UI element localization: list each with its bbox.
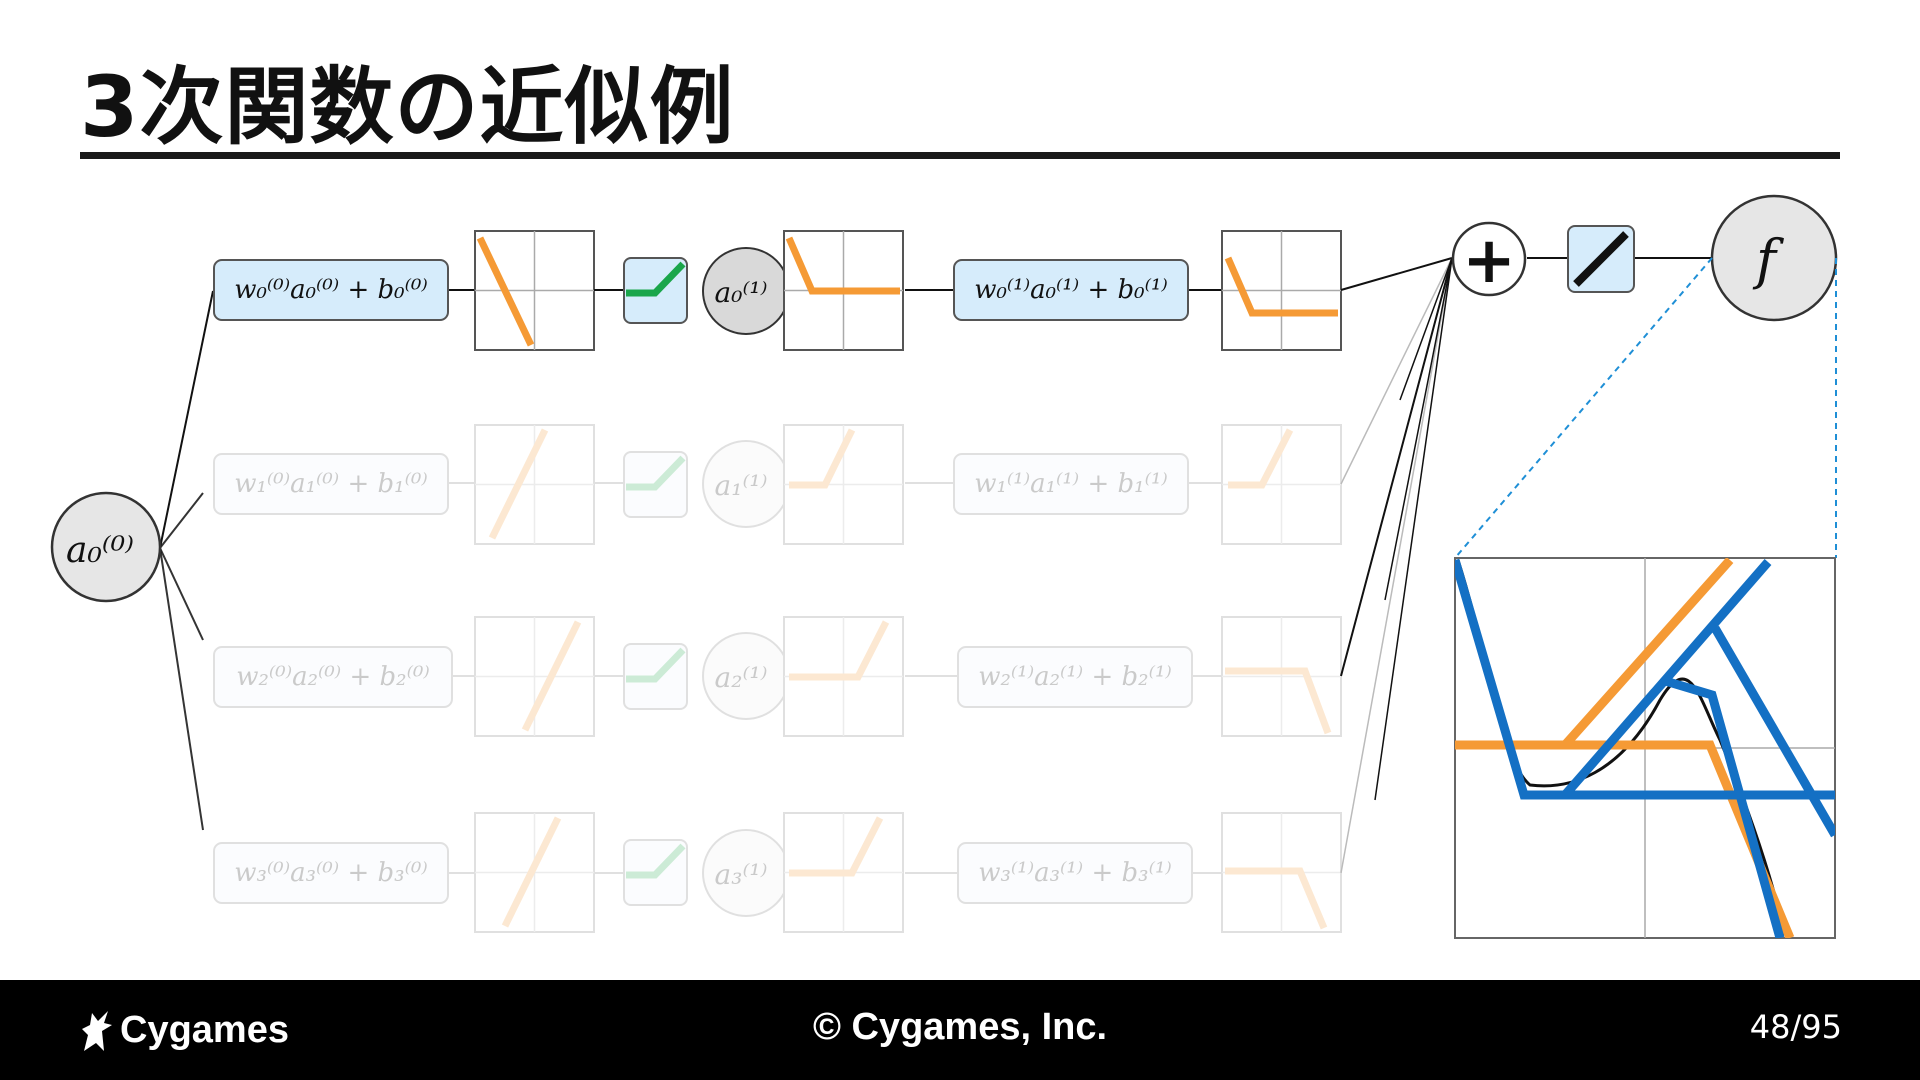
identity-icon	[1573, 231, 1629, 287]
approx-blue-d	[1660, 675, 1785, 938]
relu-box-2	[623, 643, 688, 710]
relu-icon-0	[626, 261, 686, 297]
input-connections	[159, 290, 214, 831]
row-1: w₁⁽⁰⁾a₁⁽⁰⁾ + b₁⁽⁰⁾ a₁⁽¹⁾ w₁⁽¹⁾a₁⁽¹⁾ + b₁…	[213, 424, 1342, 545]
linear2-label-1: w₁⁽¹⁾a₁⁽¹⁾ + b₁⁽¹⁾	[974, 469, 1168, 499]
input-edge-2	[159, 547, 204, 641]
relu-box-1	[623, 451, 688, 518]
logo-text: Cygames	[120, 1008, 289, 1051]
sum-symbol: +	[1462, 224, 1516, 298]
linear-label-0: w₀⁽⁰⁾a₀⁽⁰⁾ + b₀⁽⁰⁾	[234, 275, 428, 305]
hidden-node-label-3: a₃⁽¹⁾	[715, 858, 768, 891]
linear2-box-3	[957, 842, 1193, 904]
slide-title: 3次関数の近似例	[80, 58, 735, 156]
hidden-node-label-0: a₀⁽¹⁾	[715, 276, 768, 309]
hidden-node-2	[702, 632, 790, 720]
linear-label-2: w₂⁽⁰⁾a₂⁽⁰⁾ + b₂⁽⁰⁾	[236, 662, 430, 692]
title-underline	[80, 152, 1840, 159]
cygames-logo-icon	[82, 1011, 112, 1051]
linear-box-2	[213, 646, 453, 708]
sum-connections	[1340, 257, 1712, 874]
linear-box-0	[213, 259, 449, 321]
linear2-label-3: w₃⁽¹⁾a₃⁽¹⁾ + b₃⁽¹⁾	[978, 858, 1172, 888]
row-0: w₀⁽⁰⁾a₀⁽⁰⁾ + b₀⁽⁰⁾ a₀⁽¹⁾ w₀⁽¹⁾a₀⁽¹⁾ + b₀…	[213, 230, 1342, 351]
copyright-text: © Cygames, Inc.	[812, 1006, 1108, 1048]
network-diagram: w₀⁽⁰⁾a₀⁽⁰⁾ + b₀⁽⁰⁾ a₀⁽¹⁾ w₀⁽¹⁾a₀⁽¹⁾ + b₀…	[50, 194, 1838, 939]
approximation-plot	[1454, 557, 1836, 939]
linear2-label-2: w₂⁽¹⁾a₂⁽¹⁾ + b₂⁽¹⁾	[978, 662, 1172, 692]
input-edge-0	[159, 290, 214, 549]
sum-node	[1451, 221, 1527, 297]
zoom-guide-left	[1454, 257, 1713, 559]
linear2-label-0: w₀⁽¹⁾a₀⁽¹⁾ + b₀⁽¹⁾	[974, 275, 1168, 305]
linear2-box-1	[953, 453, 1189, 515]
hidden-node-3	[702, 829, 790, 917]
row-3: w₃⁽⁰⁾a₃⁽⁰⁾ + b₃⁽⁰⁾ a₃⁽¹⁾ w₃⁽¹⁾a₃⁽¹⁾ + b₃…	[213, 812, 1342, 933]
approx-blue-c	[1711, 625, 1835, 838]
input-edge-3	[159, 547, 204, 831]
linear-box-1	[213, 453, 449, 515]
approx-blue-a	[1455, 558, 1835, 800]
hidden-node-label-2: a₂⁽¹⁾	[715, 661, 768, 694]
page-number: 48/95	[1749, 1008, 1842, 1046]
cygames-logo: Cygames	[80, 1000, 289, 1060]
orange-line-0b	[785, 236, 900, 295]
input-node	[50, 491, 162, 603]
hidden-node-label-1: a₁⁽¹⁾	[715, 469, 768, 502]
linear2-box-0	[953, 259, 1189, 321]
hidden-node-1	[702, 440, 790, 528]
linear-label-1: w₁⁽⁰⁾a₁⁽⁰⁾ + b₁⁽⁰⁾	[234, 469, 428, 499]
row-2: w₂⁽⁰⁾a₂⁽⁰⁾ + b₂⁽⁰⁾ a₂⁽¹⁾ w₂⁽¹⁾a₂⁽¹⁾ + b₂…	[213, 616, 1342, 737]
linear-label-3: w₃⁽⁰⁾a₃⁽⁰⁾ + b₃⁽⁰⁾	[234, 858, 428, 888]
orange-line-0c	[1224, 256, 1338, 317]
linear2-box-2	[957, 646, 1193, 708]
input-node-label: a₀⁽⁰⁾	[66, 530, 134, 571]
footer: Cygames © Cygames, Inc. 48/95	[0, 980, 1920, 1080]
linear-box-3	[213, 842, 449, 904]
orange-line-0a	[476, 236, 535, 347]
relu-box-3	[623, 839, 688, 906]
input-edge-1	[159, 492, 204, 549]
